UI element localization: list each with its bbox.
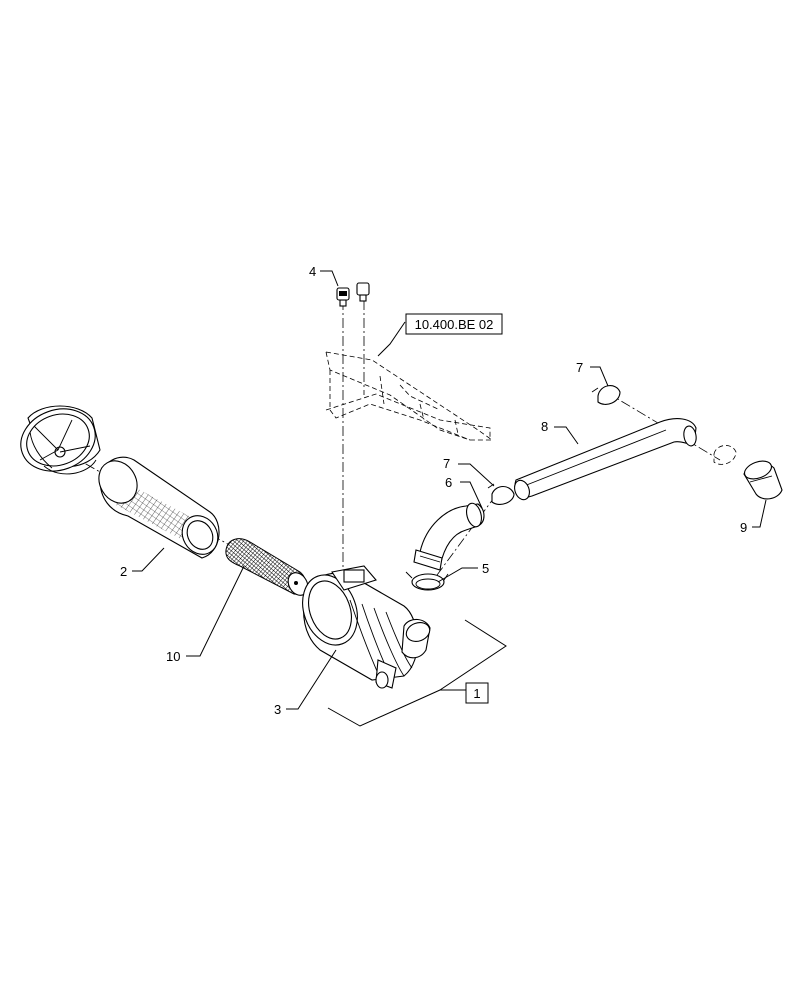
callout-3: 3 [274, 702, 281, 717]
leader-lines [132, 270, 767, 710]
safety-filter [225, 538, 309, 596]
reference-callout[interactable]: 10.400.BE 02 [405, 313, 503, 335]
callout-10: 10 [166, 649, 180, 664]
clamp-7-lower [487, 483, 515, 505]
group-bracket [327, 619, 507, 727]
callout-8: 8 [541, 419, 548, 434]
callout-labels: 4 2 10 3 5 6 7 8 7 9 [120, 264, 747, 717]
clamp-7-upper [591, 385, 621, 405]
mounting-bracket-phantom [325, 351, 494, 441]
air-cleaner-body [302, 565, 431, 689]
callout-9: 9 [740, 520, 747, 535]
callout-4: 4 [309, 264, 316, 279]
callout-2: 2 [120, 564, 127, 579]
bolts [336, 282, 370, 307]
bolt-left [336, 287, 350, 307]
hose-8 [514, 418, 697, 501]
group-callout: 1 [465, 682, 489, 704]
bolt-right [356, 282, 370, 302]
end-cover [20, 405, 101, 475]
elbow-hose [413, 502, 485, 571]
callout-7-lower: 7 [443, 456, 450, 471]
callout-6: 6 [445, 475, 452, 490]
clamp-5 [405, 571, 449, 591]
callout-7-upper: 7 [576, 360, 583, 375]
reference-label: 10.400.BE 02 [415, 317, 494, 332]
primary-filter [98, 456, 220, 559]
group-label: 1 [473, 686, 480, 701]
callout-5: 5 [482, 561, 489, 576]
tube-9 [743, 460, 783, 500]
clamp-9-phantom [713, 445, 737, 465]
